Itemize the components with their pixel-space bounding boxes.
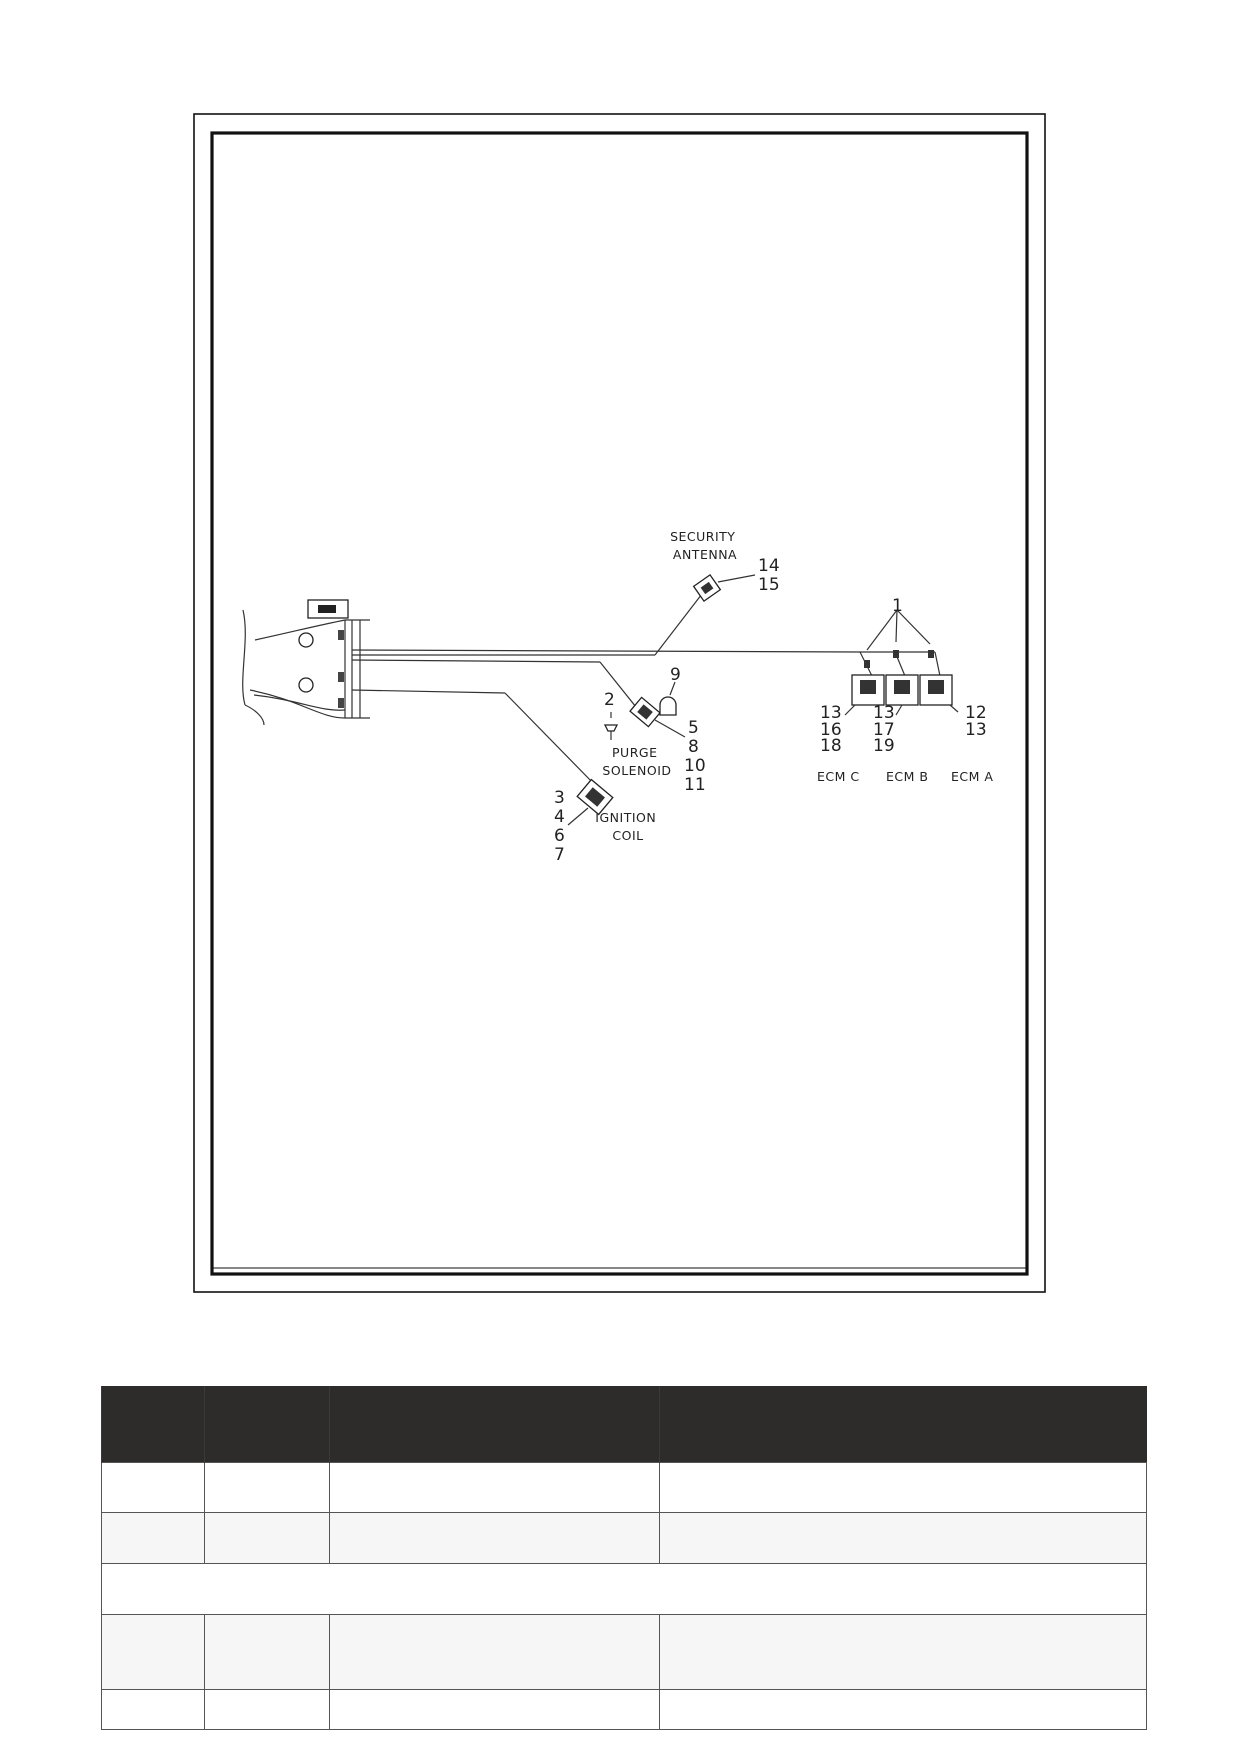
- table-cell: [204, 1462, 330, 1513]
- callout-ecm-c: 13 16 18: [820, 703, 847, 756]
- table-cell: [329, 1689, 660, 1730]
- callout-ecm-a: 12 13: [965, 703, 992, 740]
- table-row: [101, 1512, 1147, 1564]
- wiring-diagram: SECURITY ANTENNA PURGE SOLENOID IGNITION…: [193, 113, 1046, 1293]
- table-header-row: [101, 1386, 1147, 1463]
- table-row: [101, 1462, 1147, 1513]
- header-cell: [101, 1386, 205, 1463]
- ignition-coil-part: [576, 778, 614, 816]
- item-2-fastener: [603, 712, 619, 740]
- table-cell: [659, 1689, 1147, 1730]
- table-cell: [101, 1462, 205, 1513]
- callout-ecm-b: 13 17 19: [873, 703, 900, 756]
- table-cell: [659, 1614, 1147, 1690]
- item-9-connector: [659, 681, 677, 716]
- ecm-b-part: [885, 650, 919, 706]
- callout-ecm-top: 1: [892, 596, 903, 616]
- table-cell: [101, 1614, 205, 1690]
- table-cell: [204, 1689, 330, 1730]
- callout-item-2: 2: [604, 690, 615, 710]
- header-cell: [659, 1386, 1147, 1463]
- table-cell: [329, 1462, 660, 1513]
- ecm-b-label: ECM B: [886, 769, 928, 784]
- purge-solenoid-part: [629, 696, 661, 728]
- table-cell: [101, 1512, 205, 1564]
- table-row: [101, 1689, 1147, 1730]
- table-section-row: [101, 1563, 1147, 1615]
- ecm-c-label: ECM C: [817, 769, 860, 784]
- ecm-c-part: [851, 660, 885, 706]
- table-cell: [204, 1512, 330, 1564]
- table-cell: [204, 1614, 330, 1690]
- ecm-a-label: ECM A: [951, 769, 993, 784]
- table-cell: [329, 1512, 660, 1564]
- header-cell: [204, 1386, 330, 1463]
- security-antenna-part: [692, 573, 722, 603]
- table-cell: [329, 1614, 660, 1690]
- table-row: [101, 1614, 1147, 1690]
- harness: [351, 589, 941, 786]
- security-antenna-label: SECURITY ANTENNA: [670, 529, 740, 562]
- table-cell: [659, 1512, 1147, 1564]
- outer-frame: [193, 113, 1046, 1293]
- callout-solenoid: 5 8 10 11: [684, 718, 711, 795]
- header-cell: [329, 1386, 660, 1463]
- callout-coil: 3 4 6 7: [554, 788, 570, 865]
- ecm-a-part: [919, 650, 953, 706]
- table-cell: [101, 1689, 205, 1730]
- callout-antenna: 14 15: [758, 556, 785, 595]
- ignition-coil-label: IGNITION COIL: [595, 810, 660, 843]
- table-cell: [659, 1462, 1147, 1513]
- table-section-cell: [101, 1563, 1147, 1615]
- chassis-outline: [242, 599, 370, 726]
- parts-table: [101, 1386, 1147, 1730]
- callout-item-9: 9: [670, 665, 681, 685]
- inner-frame: [210, 131, 1029, 1276]
- purge-solenoid-label: PURGE SOLENOID: [602, 745, 671, 778]
